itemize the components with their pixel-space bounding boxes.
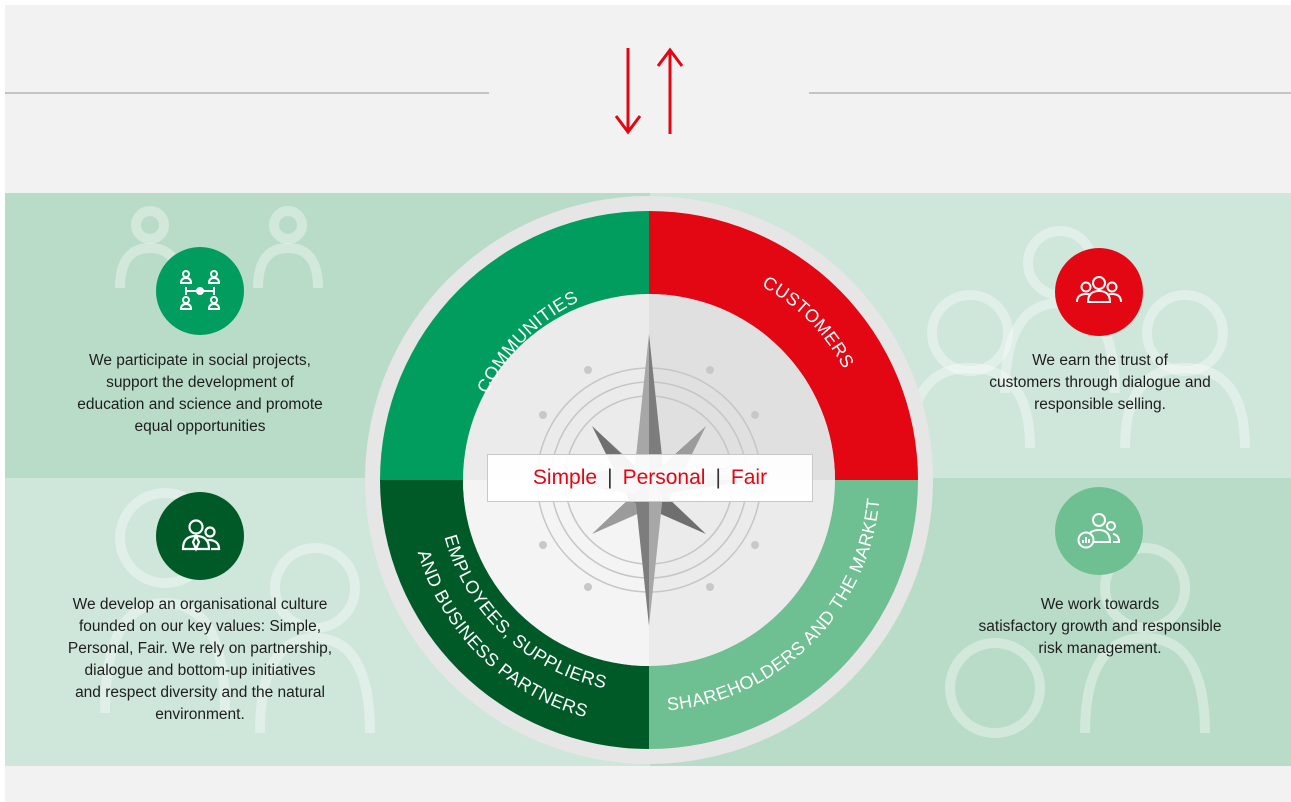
motto-separator: | (607, 466, 613, 489)
motto-banner: Simple | Personal | Fair (487, 454, 813, 502)
customers-group-icon (1055, 248, 1143, 336)
text-line: founded on our key values: Simple, (78, 618, 322, 635)
shareholders-chart-icon (1055, 487, 1143, 575)
divider-line-right (809, 92, 1291, 94)
text-line: We work towards (1040, 596, 1160, 613)
shareholders-description: We work towards satisfactory growth and … (940, 594, 1260, 660)
divider-line-left (5, 92, 489, 94)
employees-icon (156, 492, 244, 580)
text-line: dialogue and bottom-up initiatives (84, 662, 316, 679)
motto-simple: Simple (532, 466, 598, 489)
employees-description: We develop an organisational culture fou… (40, 594, 360, 726)
text-line: satisfactory growth and responsible (978, 618, 1222, 635)
motto-personal: Personal (622, 466, 706, 489)
text-line: We develop an organisational culture (72, 596, 328, 613)
text-line: education and science and promote (77, 396, 323, 413)
text-line: and respect diversity and the natural (75, 684, 325, 701)
text-line: risk management. (1038, 640, 1162, 657)
text-line: We participate in social projects, (89, 352, 311, 369)
network-people-icon (156, 247, 244, 335)
top-band (5, 5, 1291, 193)
motto-separator: | (715, 466, 721, 489)
bottom-band (5, 766, 1291, 802)
text-line: support the development of (106, 374, 294, 391)
text-line: equal opportunities (134, 418, 266, 435)
text-line: We earn the trust of (1032, 352, 1168, 369)
compass-dots (539, 366, 759, 591)
motto-fair: Fair (730, 466, 768, 489)
text-line: customers through dialogue and (989, 374, 1211, 391)
communities-description: We participate in social projects, suppo… (40, 350, 360, 438)
exchange-arrows-icon (614, 47, 684, 135)
customers-description: We earn the trust of customers through d… (940, 350, 1260, 416)
text-line: responsible selling. (1034, 396, 1166, 413)
text-line: environment. (155, 706, 245, 723)
text-line: Personal, Fair. We rely on partnership, (67, 640, 333, 657)
